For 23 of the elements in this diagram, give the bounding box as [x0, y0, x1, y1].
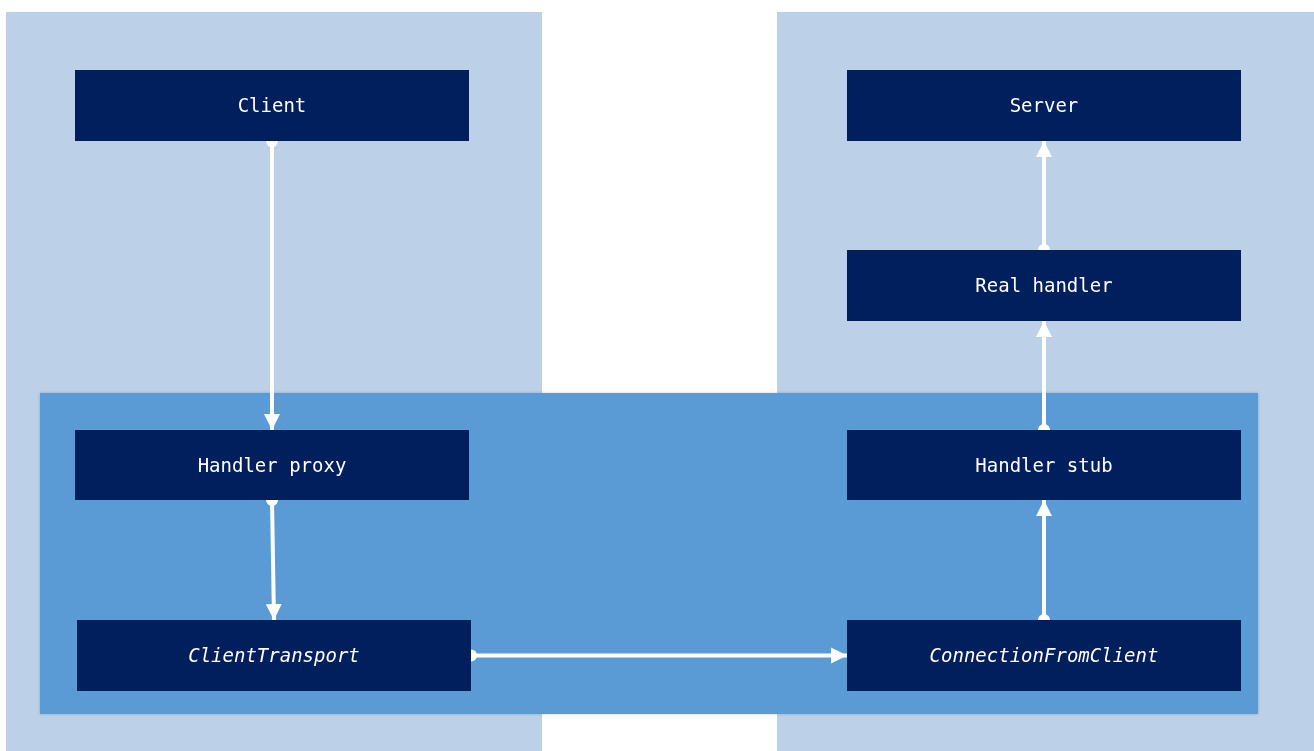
- box-label: Handler proxy: [197, 452, 347, 478]
- process-box: [847, 70, 1241, 141]
- arrow: [471, 647, 847, 664]
- group-band: [40, 393, 1258, 714]
- process-box: [847, 250, 1241, 321]
- process-box: [847, 620, 1241, 691]
- box-label: Client: [237, 93, 307, 119]
- arrow: [265, 499, 282, 621]
- group-panel: [6, 12, 542, 393]
- group-panel: [777, 12, 1314, 393]
- process-box: [847, 430, 1241, 500]
- arrow: [1036, 141, 1052, 250]
- box-label: ConnectionFromClient: [929, 643, 1159, 669]
- arrow: [1036, 500, 1052, 620]
- box-label: Handler stub: [975, 452, 1113, 478]
- arrow: [264, 141, 280, 430]
- box-label: Real handler: [975, 273, 1113, 299]
- arrow: [1036, 321, 1052, 430]
- box-label: Server: [1009, 93, 1079, 119]
- process-box: [77, 620, 471, 691]
- process-box: [75, 70, 469, 141]
- process-box: [75, 430, 469, 500]
- box-label: ClientTransport: [188, 643, 360, 669]
